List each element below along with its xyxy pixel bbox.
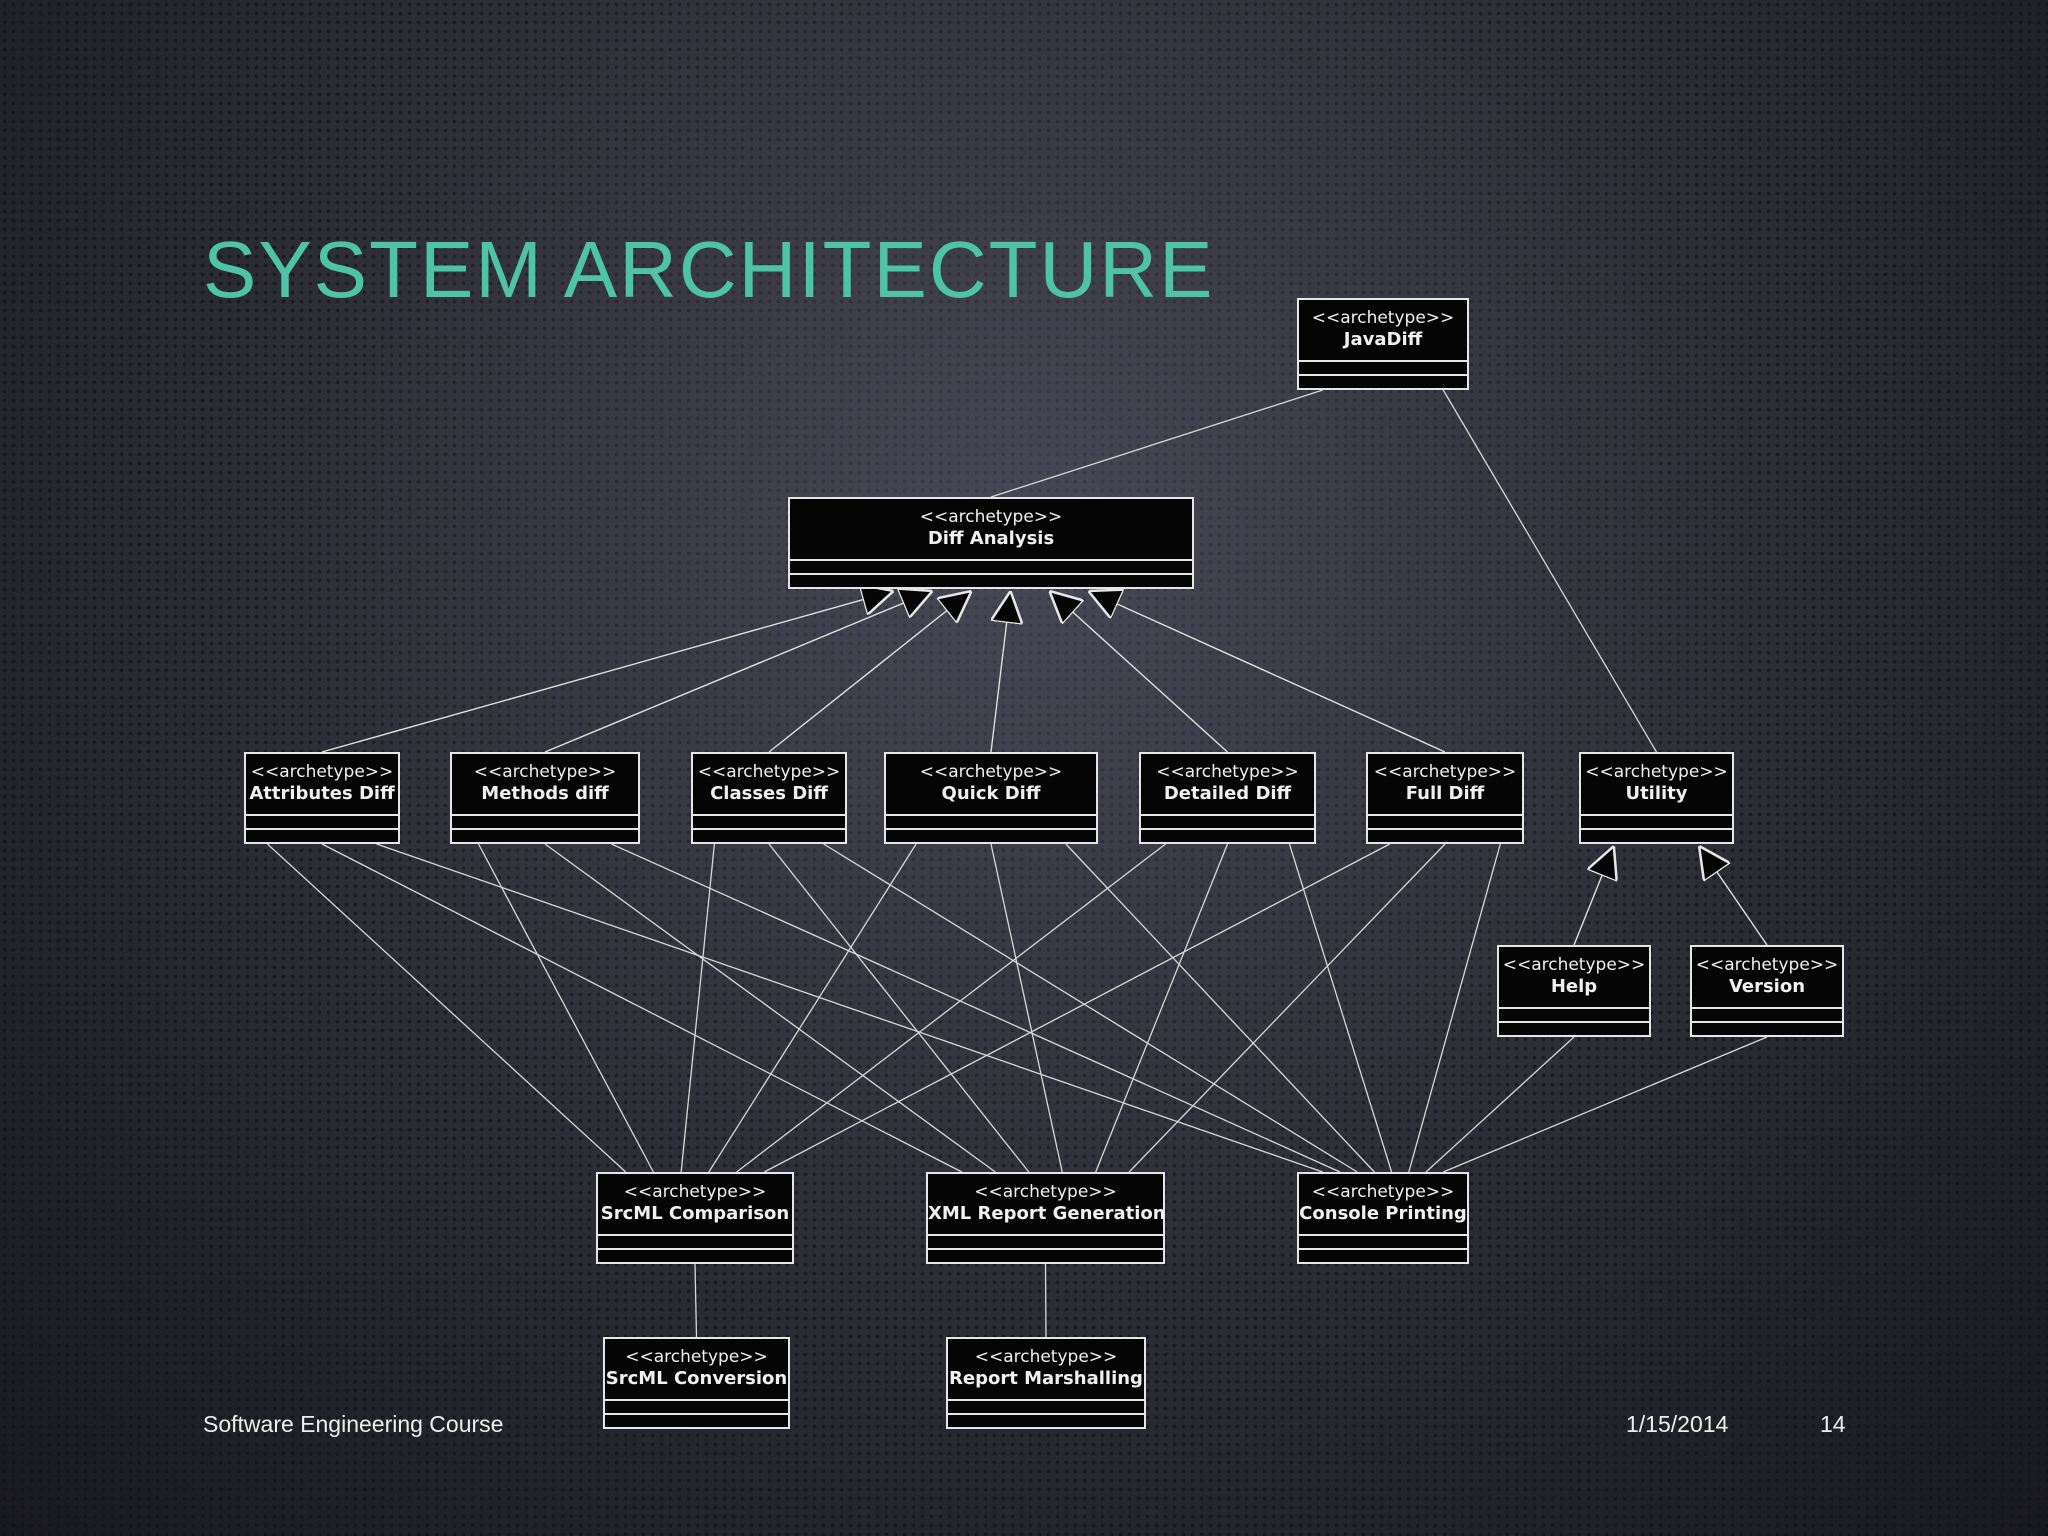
stereotype-label: <<archetype>> [1585,762,1728,782]
association-line [1095,843,1229,1173]
javadiff-class-box[interactable]: <<archetype>>JavaDiff [1297,298,1469,390]
srcml-conversion-class-box[interactable]: <<archetype>>SrcML Conversion [603,1337,790,1429]
class-name: XML Report Generation [928,1203,1166,1224]
association-line [1288,843,1393,1173]
generalization-arrow [1573,846,1614,946]
generalization-arrow [1699,846,1768,946]
association-line [823,843,1358,1173]
footer-course: Software Engineering Course [203,1411,504,1437]
association-line [694,1263,698,1338]
association-line [708,843,917,1173]
association-line [1442,389,1658,753]
methods-diff-class-box[interactable]: <<archetype>>Methods diff [450,752,640,844]
class-name: Quick Diff [941,783,1041,804]
class-name: SrcML Conversion [605,1368,788,1389]
stereotype-label: <<archetype>> [1156,762,1299,782]
association-line [768,843,1030,1173]
class-name: Full Diff [1405,783,1485,804]
generalization-arrow [321,591,894,753]
diff-analysis-class-box[interactable]: <<archetype>>Diff Analysis [788,497,1194,589]
association-line [680,843,716,1173]
stereotype-label: <<archetype>> [473,762,617,782]
help-class-box[interactable]: <<archetype>>Help [1497,945,1651,1037]
stereotype-label: <<archetype>> [1695,955,1839,975]
association-line [376,843,1324,1173]
generalization-arrow [990,591,1010,753]
stereotype-label: <<archetype>> [974,1182,1117,1202]
association-line [544,843,996,1173]
class-name: Diff Analysis [927,528,1055,549]
stereotype-label: <<archetype>> [974,1347,1118,1367]
generalization-arrow [1088,591,1446,753]
stereotype-label: <<archetype>> [623,1182,767,1202]
full-diff-class-box[interactable]: <<archetype>>Full Diff [1366,752,1524,844]
class-name: JavaDiff [1343,329,1423,350]
generalization-arrow [1049,591,1228,753]
association-line [990,843,1063,1173]
association-line [1065,843,1375,1173]
association-line [1425,1036,1575,1173]
slide-title: SYSTEM ARCHITECTURE [203,225,1215,314]
detailed-diff-class-box[interactable]: <<archetype>>Detailed Diff [1139,752,1316,844]
association-line [990,389,1323,498]
stereotype-label: <<archetype>> [1311,1182,1455,1202]
attributes-diff-class-box[interactable]: <<archetype>>Attributes Diff [244,752,400,844]
stereotype-label: <<archetype>> [919,762,1063,782]
class-name: Attributes Diff [249,783,395,804]
xml-report-generation-class-box[interactable]: <<archetype>>XML Report Generation [926,1172,1166,1264]
association-line [763,843,1391,1173]
association-line [266,843,627,1173]
class-name: Version [1728,976,1806,997]
footer-date: 1/15/2014 [1626,1411,1729,1437]
association-line [1442,1036,1768,1173]
class-name: SrcML Comparison [600,1203,790,1224]
association-line [611,843,1341,1173]
association-line [736,843,1166,1173]
class-name: Help [1550,976,1598,997]
association-line [1044,1263,1047,1338]
stereotype-label: <<archetype>> [1311,308,1455,328]
class-name: Utility [1625,783,1688,804]
srcml-comparison-class-box[interactable]: <<archetype>>SrcML Comparison [596,1172,794,1264]
association-line [477,843,654,1173]
association-line [1128,843,1446,1173]
generalization-arrow [768,591,972,753]
class-name: Detailed Diff [1163,783,1292,804]
class-name: Console Printing [1299,1203,1467,1224]
stereotype-label: <<archetype>> [697,762,841,782]
console-printing-class-box[interactable]: <<archetype>>Console Printing [1297,1172,1469,1264]
class-name: Report Marshalling [949,1368,1143,1389]
classes-diff-class-box[interactable]: <<archetype>>Classes Diff [691,752,847,844]
stereotype-label: <<archetype>> [250,762,394,782]
stereotype-label: <<archetype>> [1502,955,1646,975]
version-class-box[interactable]: <<archetype>>Version [1690,945,1844,1037]
report-marshalling-class-box[interactable]: <<archetype>>Report Marshalling [946,1337,1146,1429]
association-line [1408,843,1501,1173]
quick-diff-class-box[interactable]: <<archetype>>Quick Diff [884,752,1098,844]
stereotype-label: <<archetype>> [1373,762,1517,782]
footer-page-number: 14 [1820,1411,1846,1437]
class-name: Methods diff [481,783,609,804]
association-line [321,843,963,1173]
class-name: Classes Diff [710,783,828,804]
stereotype-label: <<archetype>> [919,507,1063,527]
stereotype-label: <<archetype>> [625,1347,768,1367]
utility-class-box[interactable]: <<archetype>>Utility [1579,752,1734,844]
generalization-arrow [544,591,933,753]
